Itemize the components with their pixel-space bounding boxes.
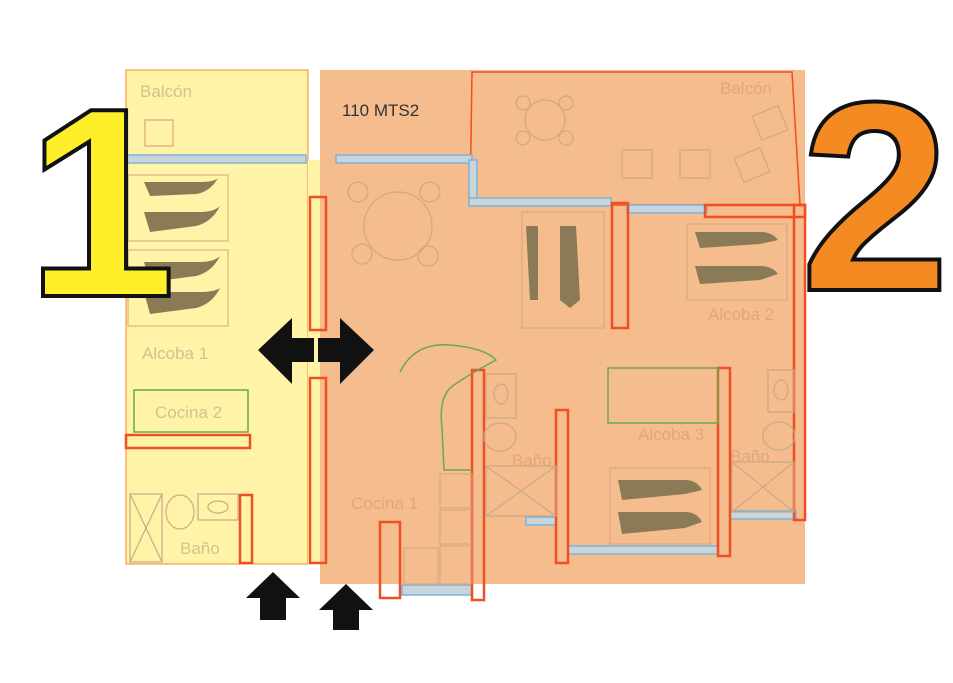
room-label-cocina-1: Cocina 1 [351,494,418,513]
kitchen-1-counter [399,343,498,471]
toilet-icon [165,494,195,530]
room-label-balcon-2: Balcón [720,79,772,98]
room-label-bano-3: Baño [730,447,770,466]
shower-icon [129,493,163,563]
alcoba-3-wardrobe [607,367,719,424]
unit-2-number: 2 [800,47,950,348]
bed-icon [127,174,788,545]
area-label: 110 MTS2 [342,101,419,120]
table-icon [347,95,574,267]
room-label-bano-1: Baño [180,539,220,558]
chair-icon [144,104,789,184]
unit-1-area [125,69,309,565]
entry-arrow-icon [246,572,373,630]
room-label-bano-2: Baño [512,451,552,470]
room-label-cocina-2: Cocina 2 [155,403,222,422]
windows [125,154,797,596]
kitchen-2-counter [133,389,249,433]
room-label-alcoba-1: Alcoba 1 [142,344,208,363]
room-label-alcoba-2: Alcoba 2 [708,305,774,324]
double-arrow-icon [258,318,374,384]
room-label-balcon-1: Balcón [140,82,192,101]
room-label-alcoba-3: Alcoba 3 [638,425,704,444]
bathroom-fixtures [129,369,796,563]
unit-1-number: 1 [26,53,176,354]
kitchen-1-cabinets [403,473,473,585]
